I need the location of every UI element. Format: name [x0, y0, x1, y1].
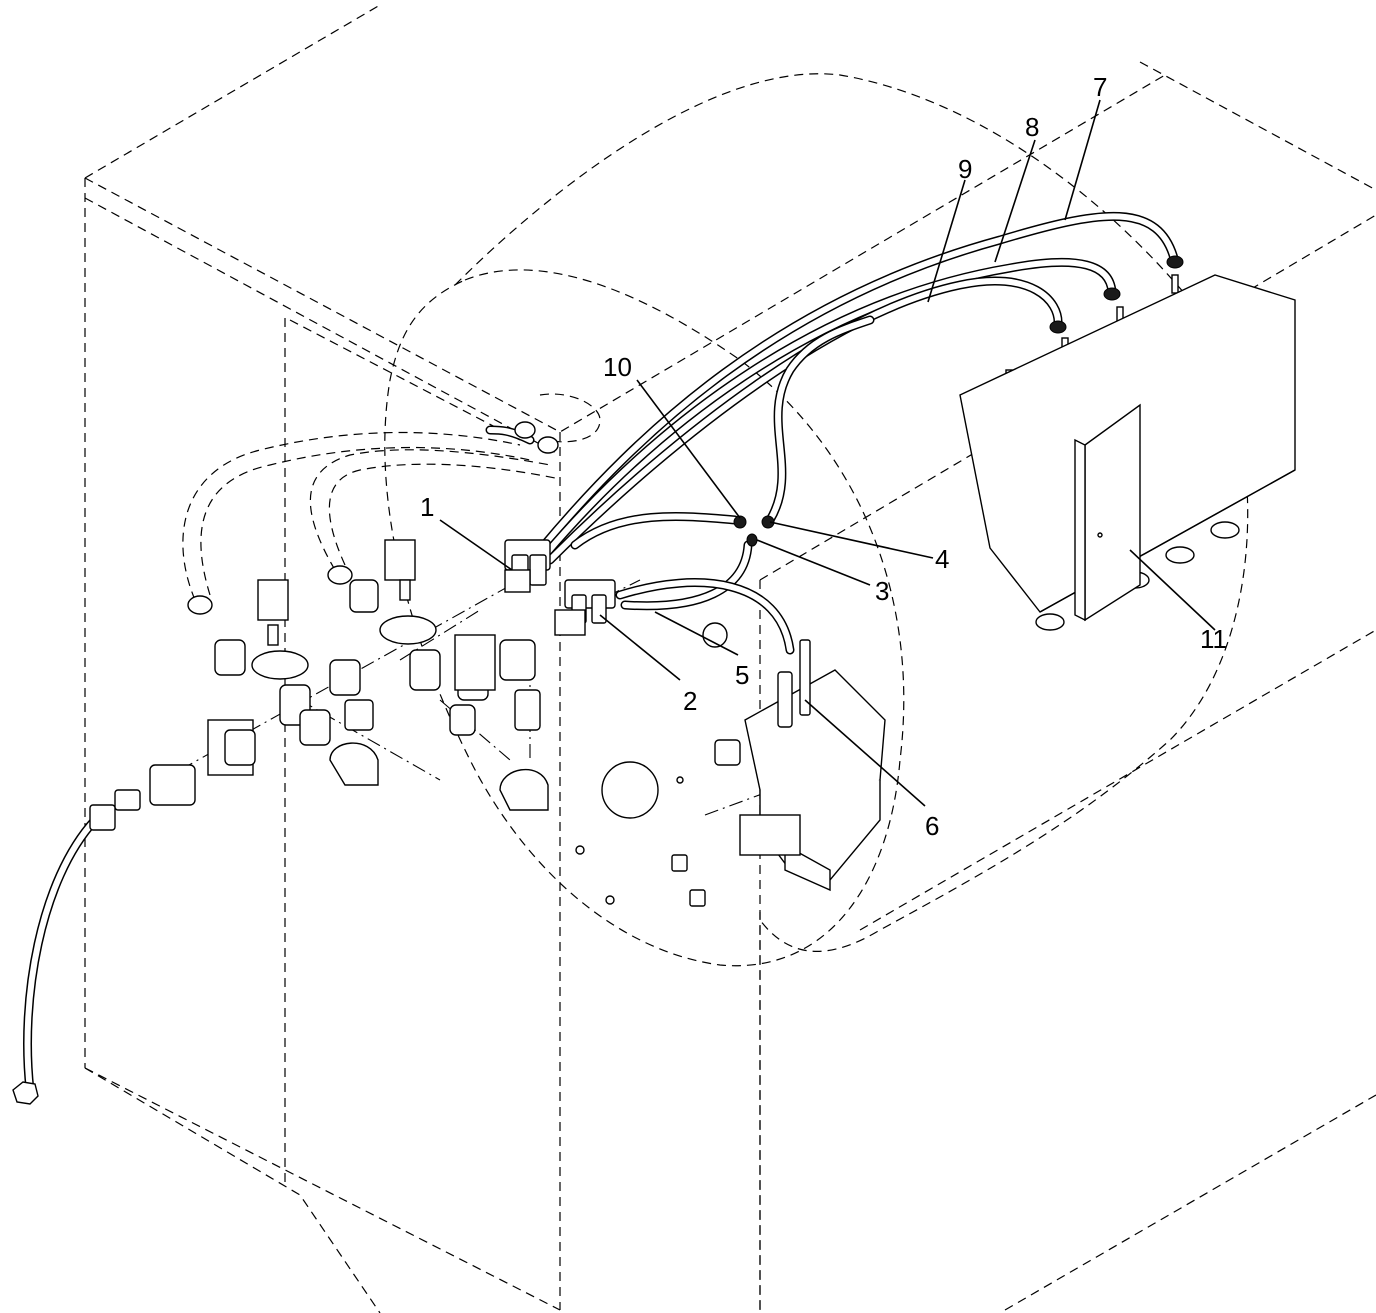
heater-tank — [671, 639, 886, 907]
callout-1: 1 — [420, 492, 434, 522]
callout-2: 2 — [683, 686, 697, 716]
hose-routing-dashed — [182, 431, 556, 601]
callout-leaders — [439, 99, 1216, 807]
callout-11: 11 — [1200, 624, 1227, 654]
hose-clamps — [187, 255, 1184, 615]
leader-8 — [994, 139, 1036, 263]
leader-4 — [769, 521, 934, 559]
leader-6 — [804, 699, 926, 807]
solid-hoses — [23, 211, 1180, 1095]
callout-7: 7 — [1093, 72, 1107, 102]
leader-11 — [1129, 549, 1216, 631]
callout-labels: 1 2 3 4 5 6 7 8 9 10 11 — [420, 72, 1227, 841]
callout-8: 8 — [1025, 112, 1039, 142]
leader-7 — [1064, 99, 1101, 221]
panel-holes — [575, 622, 728, 905]
callout-4: 4 — [935, 544, 949, 574]
callout-6: 6 — [925, 811, 939, 841]
inlet-fittings — [12, 539, 549, 1105]
leader-3 — [756, 539, 871, 586]
leader-9 — [927, 179, 966, 303]
leader-1 — [439, 519, 513, 571]
leader-10 — [636, 379, 741, 519]
callout-5: 5 — [735, 660, 749, 690]
callout-10: 10 — [603, 352, 632, 382]
cabinet-outline — [84, 4, 1376, 1313]
callout-3: 3 — [875, 576, 889, 606]
solenoid-valves — [504, 539, 616, 636]
leader-5 — [654, 611, 739, 656]
callout-9: 9 — [958, 154, 972, 184]
manifold-assembly — [959, 274, 1296, 631]
leader-2 — [599, 614, 681, 681]
